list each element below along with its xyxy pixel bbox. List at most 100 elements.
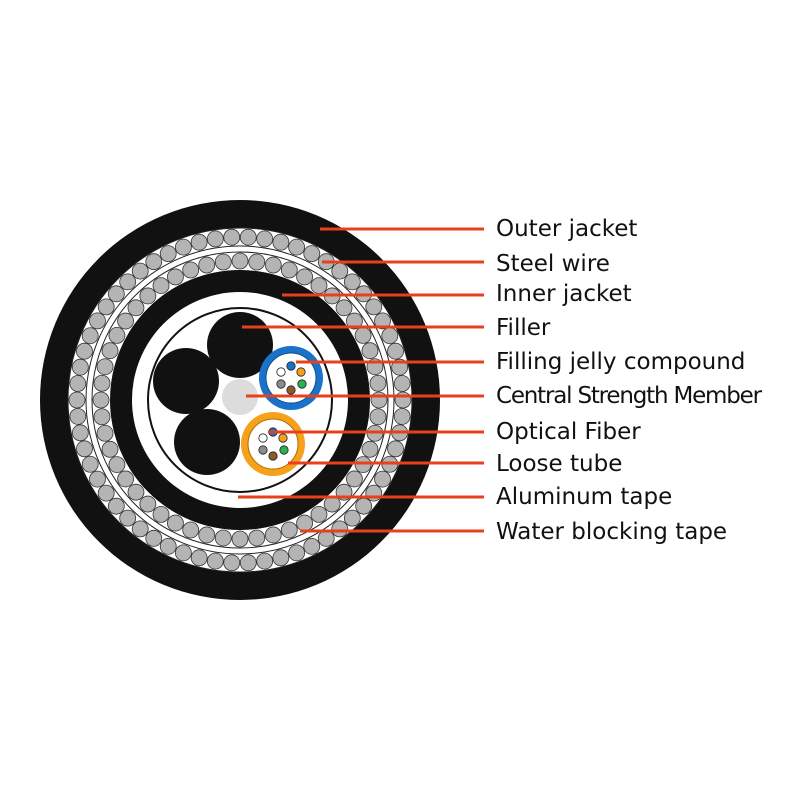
steel-wire-strand bbox=[354, 326, 372, 344]
steel-wire-strand bbox=[214, 253, 232, 271]
steel-wire-strand bbox=[96, 358, 114, 376]
steel-wire-strand bbox=[69, 375, 87, 392]
steel-wire-strand bbox=[365, 484, 383, 502]
steel-wire-strand bbox=[231, 530, 249, 548]
steel-wire-strand bbox=[331, 262, 349, 280]
label-filling-jelly-compound: Filling jelly compound bbox=[496, 349, 746, 375]
steel-wire-strand bbox=[239, 554, 257, 572]
optical-fiber bbox=[258, 433, 268, 443]
optical-fiber bbox=[297, 379, 307, 389]
steel-wire-strand bbox=[361, 440, 379, 458]
optical-fiber bbox=[258, 445, 268, 455]
steel-wire-strand bbox=[81, 327, 99, 345]
steel-wire-strand bbox=[345, 312, 363, 330]
steel-wire-strand bbox=[71, 424, 89, 442]
optical-fiber bbox=[276, 367, 286, 377]
steel-wire-strand bbox=[239, 228, 257, 246]
steel-wire-strand bbox=[343, 273, 361, 291]
label-loose-tube: Loose tube bbox=[496, 451, 623, 477]
optical-fiber bbox=[276, 379, 286, 389]
steel-wire-strand bbox=[369, 408, 387, 426]
central-strength-member bbox=[222, 379, 258, 415]
steel-wire-strand bbox=[361, 342, 379, 360]
fiber-bundle-blue bbox=[276, 361, 307, 395]
steel-wire-strand bbox=[256, 552, 274, 570]
steel-wire-strand bbox=[280, 261, 298, 279]
label-filler: Filler bbox=[496, 315, 551, 341]
leader-lines bbox=[238, 227, 484, 533]
steel-wire-strand bbox=[108, 456, 126, 474]
steel-wire-strand bbox=[71, 358, 89, 376]
steel-wire-strand bbox=[345, 470, 363, 488]
steel-wire-strand bbox=[343, 509, 361, 527]
steel-wire-strand bbox=[96, 424, 114, 442]
steel-wire-strand bbox=[231, 252, 249, 270]
steel-wire-strand bbox=[303, 245, 321, 263]
steel-wire-strand bbox=[117, 312, 135, 330]
steel-wire-strand bbox=[248, 529, 266, 547]
steel-wire-strand bbox=[89, 312, 106, 330]
steel-wire-strand bbox=[139, 495, 157, 513]
steel-wire-strand bbox=[107, 497, 125, 515]
steel-wire-strand bbox=[381, 327, 399, 345]
steel-wire-strand bbox=[280, 521, 298, 539]
steel-wire-strand bbox=[335, 299, 353, 317]
label-optical-fiber: Optical Fiber bbox=[496, 419, 641, 445]
steel-wire-strand bbox=[374, 312, 391, 330]
steel-wire-strand bbox=[69, 408, 87, 425]
steel-wire-strand bbox=[101, 342, 119, 360]
steel-wire-strand bbox=[296, 268, 314, 286]
steel-wire-strand bbox=[127, 483, 145, 501]
steel-wire-strand bbox=[182, 521, 200, 539]
steel-wire-strand bbox=[139, 287, 157, 305]
steel-wire-strand bbox=[374, 470, 391, 488]
steel-wire-strand bbox=[264, 526, 282, 544]
steel-wire-strand bbox=[97, 298, 115, 316]
steel-wire-strand bbox=[93, 408, 111, 426]
steel-wire-strand bbox=[223, 554, 241, 572]
steel-wire-strand bbox=[288, 238, 306, 256]
steel-wire-strand bbox=[190, 233, 208, 251]
steel-wire-strand bbox=[310, 277, 328, 295]
steel-wire-strand bbox=[206, 230, 224, 248]
optical-fiber bbox=[279, 445, 289, 455]
steel-wire-strand bbox=[288, 544, 306, 562]
steel-wire-strand bbox=[310, 505, 328, 523]
steel-wire-strand bbox=[76, 440, 93, 458]
steel-wire-strand bbox=[272, 233, 290, 251]
steel-wire-strand bbox=[174, 544, 192, 562]
optical-fiber bbox=[268, 451, 278, 461]
optical-fiber bbox=[278, 433, 288, 443]
steel-wire-strand bbox=[393, 408, 411, 425]
optical-fiber bbox=[286, 361, 296, 371]
label-water-blocking-tape: Water blocking tape bbox=[496, 519, 728, 545]
steel-wire-strand bbox=[107, 285, 125, 303]
steel-wire-strand bbox=[393, 375, 411, 392]
steel-wire-strand bbox=[190, 549, 208, 567]
steel-wire-strand bbox=[81, 455, 99, 473]
filling-jelly-compound-blue bbox=[265, 352, 317, 404]
steel-wire-strand bbox=[131, 262, 149, 280]
steel-wire-strand bbox=[92, 391, 110, 409]
label-aluminum-tape: Aluminum tape bbox=[496, 484, 673, 510]
steel-wire-strand bbox=[369, 374, 387, 392]
steel-wire-strand bbox=[354, 456, 372, 474]
steel-wire-strand bbox=[198, 256, 216, 274]
label-outer-jacket: Outer jacket bbox=[496, 216, 638, 242]
steel-wire-strand bbox=[117, 470, 135, 488]
steel-wire-strand bbox=[159, 537, 177, 555]
steel-wire-strand bbox=[248, 253, 266, 271]
steel-wire-strand bbox=[89, 470, 106, 488]
steel-wire-strand bbox=[387, 440, 404, 458]
steel-wire-strand bbox=[119, 273, 137, 291]
steel-wire-strand bbox=[119, 509, 137, 527]
label-inner-jacket: Inner jacket bbox=[496, 281, 632, 307]
steel-wire-strand bbox=[127, 299, 145, 317]
filler-bottom bbox=[174, 409, 240, 475]
steel-wire-strand bbox=[264, 256, 282, 274]
steel-wire-strand bbox=[76, 342, 93, 360]
steel-wire-strand bbox=[174, 238, 192, 256]
steel-wire-strand bbox=[68, 391, 86, 409]
optical-fiber bbox=[296, 367, 306, 377]
